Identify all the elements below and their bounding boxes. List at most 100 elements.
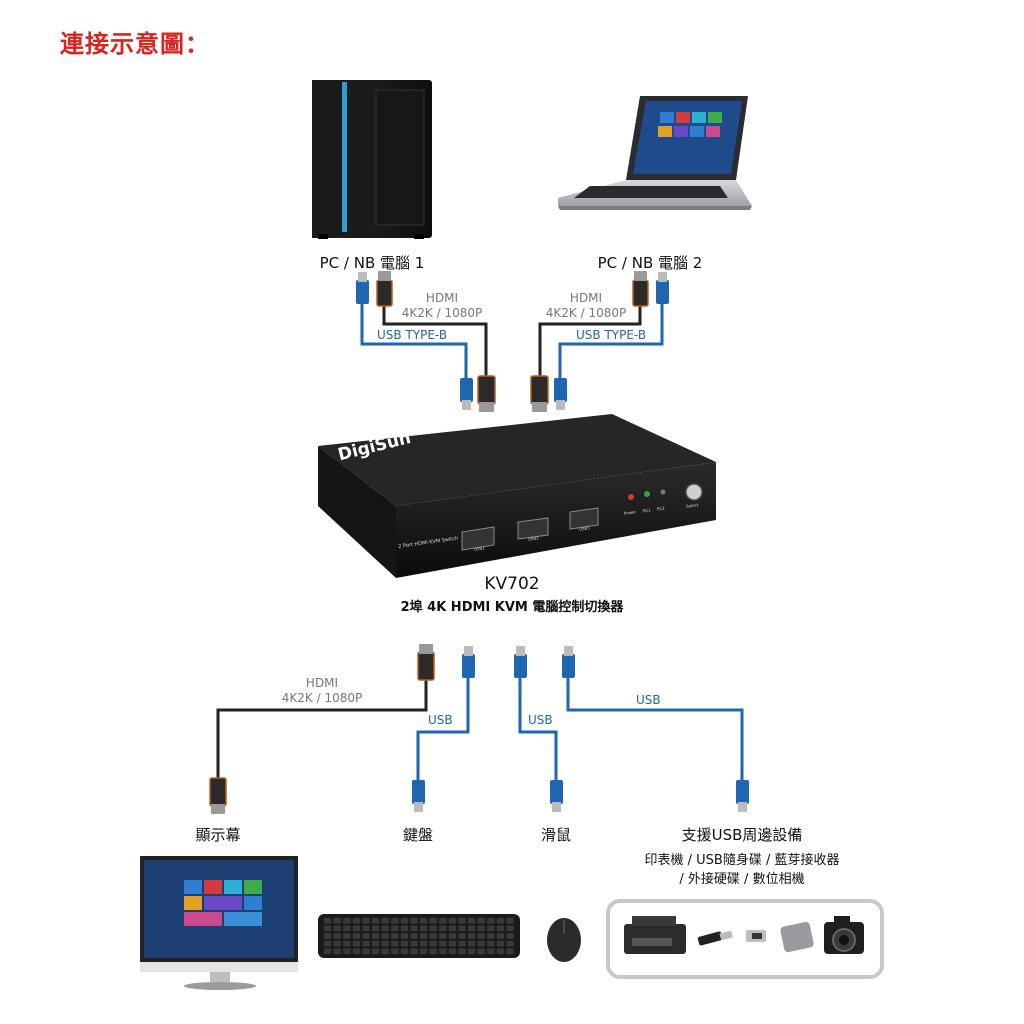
keyboard-key — [372, 933, 380, 939]
keyboard-key — [391, 918, 399, 924]
keyboard-key — [343, 948, 351, 954]
keyboard-key — [324, 925, 332, 932]
monitor-label: 顯示幕 — [195, 826, 241, 844]
usb-label-keyboard: USB — [428, 713, 453, 727]
keyboard-key — [362, 933, 370, 939]
keyboard-key — [410, 925, 418, 932]
keyboard-key — [352, 948, 361, 954]
keyboard-key — [381, 918, 389, 924]
keyboard-key — [477, 918, 485, 924]
keyboard-key — [429, 948, 437, 954]
keyboard-key — [506, 940, 514, 947]
monitor-icon — [140, 856, 298, 990]
keyboard-key — [468, 925, 476, 932]
keyboard-key — [429, 933, 437, 939]
keyboard-key — [324, 940, 332, 947]
keyboard-key — [448, 933, 457, 939]
keyboard-key — [448, 918, 457, 924]
keyboard-key — [333, 933, 341, 939]
keyboard-key — [324, 948, 332, 954]
keyboard-key — [400, 940, 409, 947]
keyboard-key — [439, 933, 447, 939]
keyboard-key — [410, 918, 418, 924]
keyboard-key — [420, 940, 428, 947]
keyboard-key — [333, 925, 341, 932]
usb-label-mouse: USB — [528, 713, 553, 727]
keyboard-key — [468, 933, 476, 939]
keyboard-key — [439, 918, 447, 924]
keyboard-key — [468, 918, 476, 924]
page-title: 連接示意圖： — [60, 30, 210, 58]
peripheral-desc-line2: / 外接硬碟 / 數位相機 — [679, 872, 805, 887]
usb-typeb-label-pc1: USB TYPE-B — [377, 328, 448, 342]
keyboard-key — [362, 918, 370, 924]
keyboard-key — [420, 925, 428, 932]
keyboard-key — [496, 940, 505, 947]
peripheral-desc-line1: 印表機 / USB隨身碟 / 藍芽接收器 — [644, 853, 840, 868]
keyboard-key — [477, 948, 485, 954]
keyboard-key — [324, 933, 332, 939]
kvm-switch-image — [318, 414, 716, 578]
keyboard-key — [458, 925, 466, 932]
keyboard-key — [439, 925, 447, 932]
keyboard-key — [429, 918, 437, 924]
peripherals-panel — [606, 899, 884, 979]
hdmi-connector-icon — [376, 271, 649, 412]
usb-label-peripheral: USB — [636, 693, 661, 707]
pc1-label: PC / NB 電腦 1 — [319, 254, 425, 272]
model-number: KV702 — [484, 574, 540, 594]
keyboard-key — [439, 948, 447, 954]
keyboard-key — [477, 925, 485, 932]
keyboard-key — [343, 940, 351, 947]
keyboard-key — [439, 940, 447, 947]
keyboard-key — [487, 933, 495, 939]
external-hard-drive-icon — [780, 921, 814, 953]
keyboard-key — [391, 948, 399, 954]
keyboard-key — [372, 918, 380, 924]
led-label-pc1: PC1 — [642, 507, 652, 514]
model-description: 2埠 4K HDMI KVM 電腦控制切換器 — [400, 600, 624, 615]
printer-icon — [624, 916, 686, 954]
keyboard-key — [487, 925, 495, 932]
laptop-icon — [558, 96, 752, 210]
keyboard-key — [372, 940, 380, 947]
keyboard-key — [352, 918, 361, 924]
usb-flash-drive-icon — [697, 930, 733, 946]
keyboard-key — [496, 948, 505, 954]
keyboard-key — [429, 940, 437, 947]
keyboard-key — [381, 940, 389, 947]
hdmi-connector-icon — [209, 644, 435, 814]
usb-connector-icon — [356, 272, 669, 410]
usb-typeb-label-pc2: USB TYPE-B — [576, 328, 647, 342]
keyboard-key — [391, 940, 399, 947]
keyboard-key — [400, 933, 409, 939]
keyboard-key — [487, 948, 495, 954]
keyboard-key — [343, 925, 351, 932]
keyboard-key — [487, 940, 495, 947]
keyboard-key — [458, 918, 466, 924]
keyboard-key — [468, 940, 476, 947]
keyboard-key — [372, 925, 380, 932]
keyboard-key — [352, 925, 361, 932]
keyboard-key — [381, 925, 389, 932]
keyboard-key — [487, 918, 495, 924]
keyboard-key — [410, 940, 418, 947]
keyboard-key — [506, 925, 514, 932]
keyboard-key — [458, 940, 466, 947]
keyboard-key — [400, 948, 409, 954]
digital-camera-icon — [824, 916, 864, 954]
keyboard-key — [362, 940, 370, 947]
mouse-icon — [547, 918, 581, 962]
keyboard-key — [343, 918, 351, 924]
keyboard-key — [506, 918, 514, 924]
keyboard-key — [381, 948, 389, 954]
keyboard-key — [477, 940, 485, 947]
keyboard-key — [506, 933, 514, 939]
keyboard-key — [400, 925, 409, 932]
keyboard-key — [410, 933, 418, 939]
keyboard-key — [496, 925, 505, 932]
usb-connector-icon — [412, 646, 749, 812]
